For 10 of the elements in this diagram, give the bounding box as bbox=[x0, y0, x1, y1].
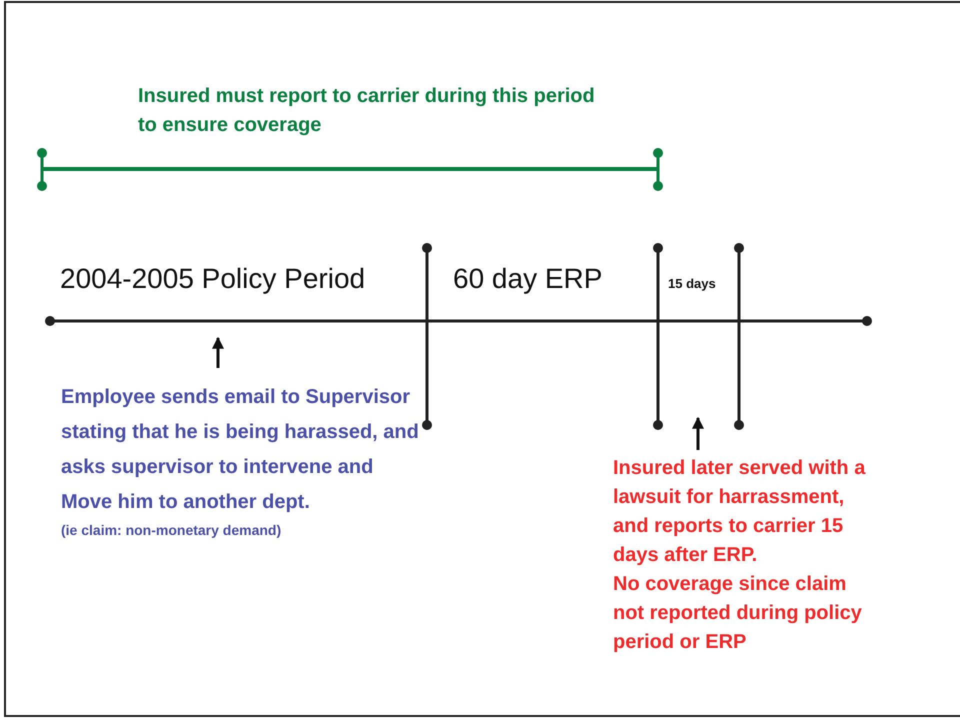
arrow bbox=[212, 336, 224, 368]
arrow bbox=[692, 416, 704, 450]
period-label: 2004-2005 Policy Period bbox=[60, 263, 366, 295]
outcome-note: No coverage since claim not reported during policy period or ERP bbox=[613, 572, 863, 655]
outcome-description: Insured later served with a lawsuit for harrassment, and reports to carrier 15 days after ERP. bbox=[613, 456, 866, 568]
event-note: (ie claim: non-monetary demand) bbox=[61, 521, 282, 540]
period-label: 60 day ERP bbox=[453, 263, 602, 295]
duration-label: 15 days bbox=[668, 276, 716, 291]
event-description: Employee sends email to Supervisor stating that he is being harassed, and asks supervisor to intervene and Move him to another dept. bbox=[61, 385, 420, 515]
period-note: Insured must report to carrier during this period to ensure coverage bbox=[138, 84, 596, 138]
